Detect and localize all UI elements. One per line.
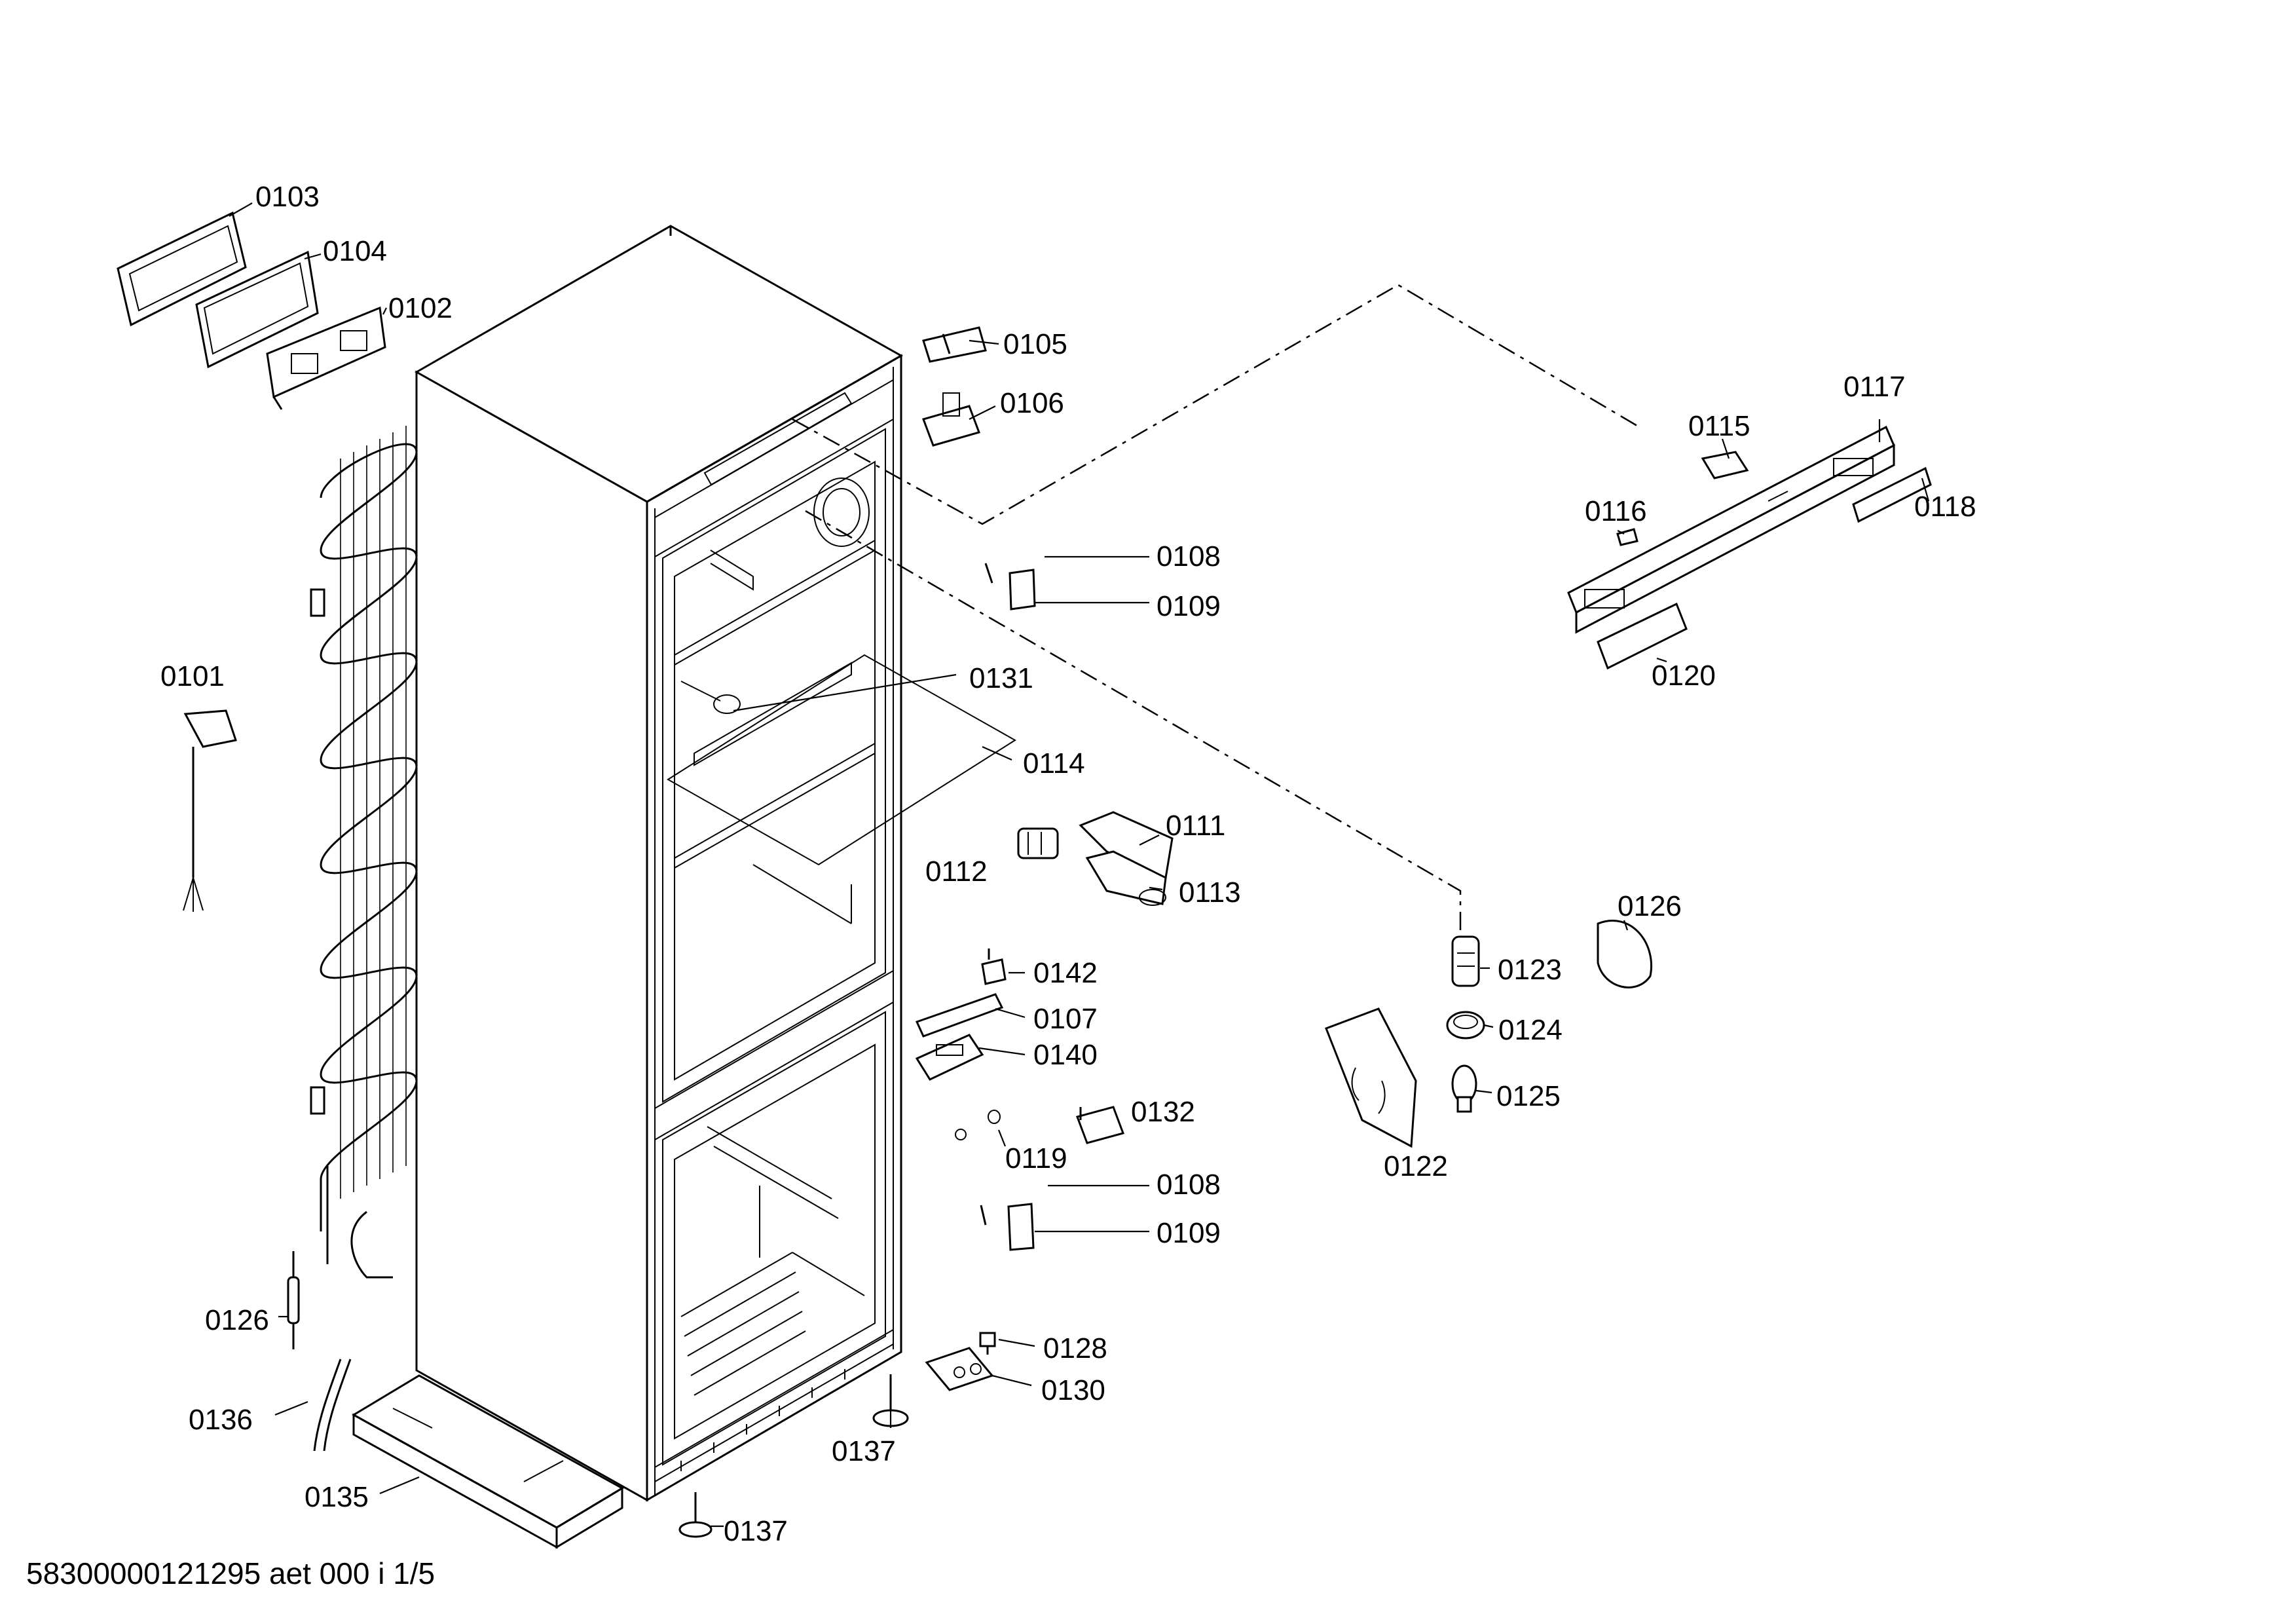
leader-lines — [229, 202, 1930, 1528]
label-0109-lower: 0109 — [1157, 1217, 1221, 1249]
part-0123-lamp-holder — [1451, 935, 1480, 987]
base-tray — [351, 1374, 625, 1549]
label-0123: 0123 — [1498, 954, 1562, 986]
part-0142-screw — [981, 948, 1007, 985]
part-0107-bracket — [915, 993, 1004, 1038]
part-0111-lamp-housing — [1079, 811, 1174, 906]
label-0120: 0120 — [1652, 660, 1716, 692]
part-0106-hinge — [922, 392, 980, 447]
label-0107: 0107 — [1033, 1003, 1098, 1035]
label-0104: 0104 — [323, 235, 387, 267]
part-0119-rings — [955, 1110, 1001, 1140]
label-0137-upper: 0137 — [832, 1435, 896, 1467]
label-0119: 0119 — [1005, 1142, 1067, 1174]
label-0115: 0115 — [1688, 410, 1750, 442]
label-0114: 0114 — [1023, 747, 1085, 779]
label-0136: 0136 — [189, 1404, 253, 1436]
part-labels: 0101 0102 0103 0104 0105 0106 0107 0108 … — [160, 181, 1976, 1547]
label-0132: 0132 — [1131, 1096, 1195, 1128]
part-0120-display-cover — [1597, 602, 1688, 670]
part-0101-plug — [183, 709, 237, 912]
label-0142: 0142 — [1033, 957, 1098, 989]
label-0140: 0140 — [1033, 1039, 1098, 1071]
label-0103: 0103 — [255, 181, 320, 213]
label-0124: 0124 — [1498, 1014, 1563, 1046]
part-0137-foot-lower — [678, 1492, 713, 1538]
connection-lines — [792, 284, 1638, 937]
label-0125: 0125 — [1496, 1080, 1561, 1112]
part-0140-holder — [915, 1034, 984, 1081]
label-0101: 0101 — [160, 660, 225, 692]
label-0117: 0117 — [1843, 371, 1906, 403]
part-0125-bulb — [1451, 1064, 1477, 1113]
part-0128-screw — [979, 1332, 996, 1355]
label-0102: 0102 — [388, 292, 453, 324]
label-0111: 0111 — [1166, 810, 1225, 842]
part-0112-lamp-socket — [1017, 827, 1059, 859]
label-0113: 0113 — [1179, 876, 1241, 909]
part-0124-ring — [1446, 1011, 1485, 1040]
part-0105-clip — [922, 326, 987, 363]
label-0130: 0130 — [1041, 1374, 1105, 1406]
label-0108-upper: 0108 — [1157, 540, 1221, 572]
label-0122: 0122 — [1384, 1150, 1448, 1182]
label-0137-lower: 0137 — [724, 1515, 788, 1547]
part-0102-bracket — [266, 306, 386, 410]
part-0122-lamp-cover — [1325, 1007, 1417, 1148]
label-0135: 0135 — [305, 1481, 369, 1513]
refrigerator-cabinet — [414, 225, 904, 1502]
part-0130-hinge — [925, 1347, 994, 1391]
part-0136-hose — [313, 1359, 352, 1452]
part-0117-control-panel — [1567, 425, 1895, 634]
label-0112: 0112 — [925, 855, 988, 888]
part-0108-0109-upper — [984, 563, 1036, 610]
part-0132-switch — [1076, 1106, 1124, 1144]
label-0106: 0106 — [1000, 387, 1064, 419]
part-0126-capillary — [287, 1251, 300, 1349]
label-0105: 0105 — [1003, 328, 1067, 360]
label-0126-right: 0126 — [1618, 890, 1682, 922]
part-0118-label — [1852, 466, 1932, 523]
part-0104-gasket — [195, 250, 319, 369]
part-0114-glass-shelf — [667, 654, 1016, 866]
part-0115-sensor — [1701, 451, 1749, 479]
part-0126-lens — [1597, 919, 1652, 988]
document-id: 58300000121295 aet 000 i 1/5 — [26, 1556, 435, 1590]
part-0103-frame — [117, 211, 247, 327]
label-0118: 0118 — [1914, 491, 1976, 523]
label-0128: 0128 — [1043, 1332, 1107, 1364]
part-0108-0109-lower — [980, 1203, 1035, 1251]
label-0126-left: 0126 — [205, 1304, 269, 1336]
label-0116: 0116 — [1585, 495, 1647, 527]
condenser-coil — [310, 426, 418, 1279]
label-0109-upper: 0109 — [1157, 590, 1221, 622]
label-0131: 0131 — [969, 662, 1033, 694]
label-0108-lower: 0108 — [1157, 1169, 1221, 1201]
